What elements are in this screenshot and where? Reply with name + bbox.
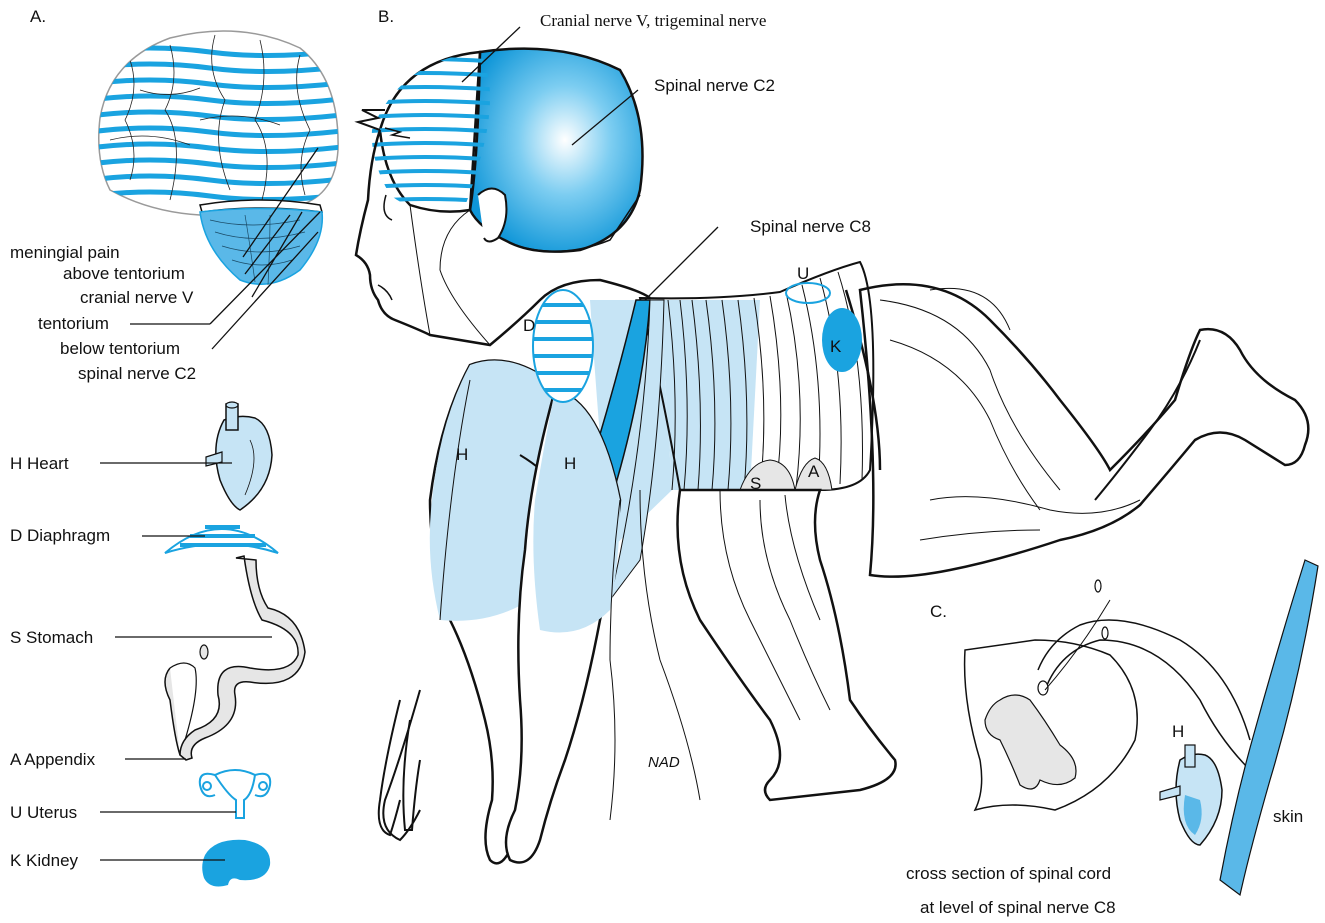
panel-a-letter: A. <box>30 7 46 26</box>
marker-k: K <box>830 337 842 356</box>
uterus-icon <box>200 770 270 818</box>
panel-c-letter: C. <box>930 602 947 621</box>
label-h-panel-c: H <box>1172 722 1184 741</box>
label-above-tentorium: above tentorium <box>63 264 185 283</box>
legend-diaphragm: D Diaphragm <box>10 526 110 545</box>
marker-u: U <box>797 264 809 283</box>
kidney-icon <box>202 840 270 887</box>
label-cranial-nerve-v: cranial nerve V <box>80 288 194 307</box>
artist-signature: NAD <box>648 754 680 771</box>
marker-d: D <box>523 316 535 335</box>
legend-uterus: U Uterus <box>10 803 77 822</box>
stomach-icon <box>165 556 305 760</box>
legend-appendix: A Appendix <box>10 750 96 769</box>
label-skin: skin <box>1273 807 1303 826</box>
label-below-tentorium: below tentorium <box>60 339 180 358</box>
legend-stomach: S Stomach <box>10 628 93 647</box>
label-tentorium: tentorium <box>38 314 109 333</box>
heart-icon <box>206 402 272 510</box>
label-meningial-pain: meningial pain <box>10 243 120 262</box>
diaphragm-icon <box>165 527 278 553</box>
marker-s: S <box>750 474 761 493</box>
marker-h-right: H <box>564 454 576 473</box>
label-spinal-nerve-c2-b: Spinal nerve C2 <box>654 76 775 95</box>
label-spinal-nerve-c8: Spinal nerve C8 <box>750 217 871 236</box>
caption-cross-section: cross section of spinal cord <box>906 864 1111 883</box>
caption-level: at level of spinal nerve C8 <box>920 898 1116 917</box>
label-trigeminal: Cranial nerve V, trigeminal nerve <box>540 11 766 30</box>
heart-small-icon <box>1160 745 1222 845</box>
marker-a: A <box>808 462 820 481</box>
legend-heart: H Heart <box>10 454 69 473</box>
skin-strip <box>1220 560 1318 895</box>
marker-h-left: H <box>456 445 468 464</box>
figure-body <box>356 49 1308 864</box>
legend-kidney: K Kidney <box>10 851 79 870</box>
label-spinal-nerve-c2: spinal nerve C2 <box>78 364 196 383</box>
panel-b-letter: B. <box>378 7 394 26</box>
